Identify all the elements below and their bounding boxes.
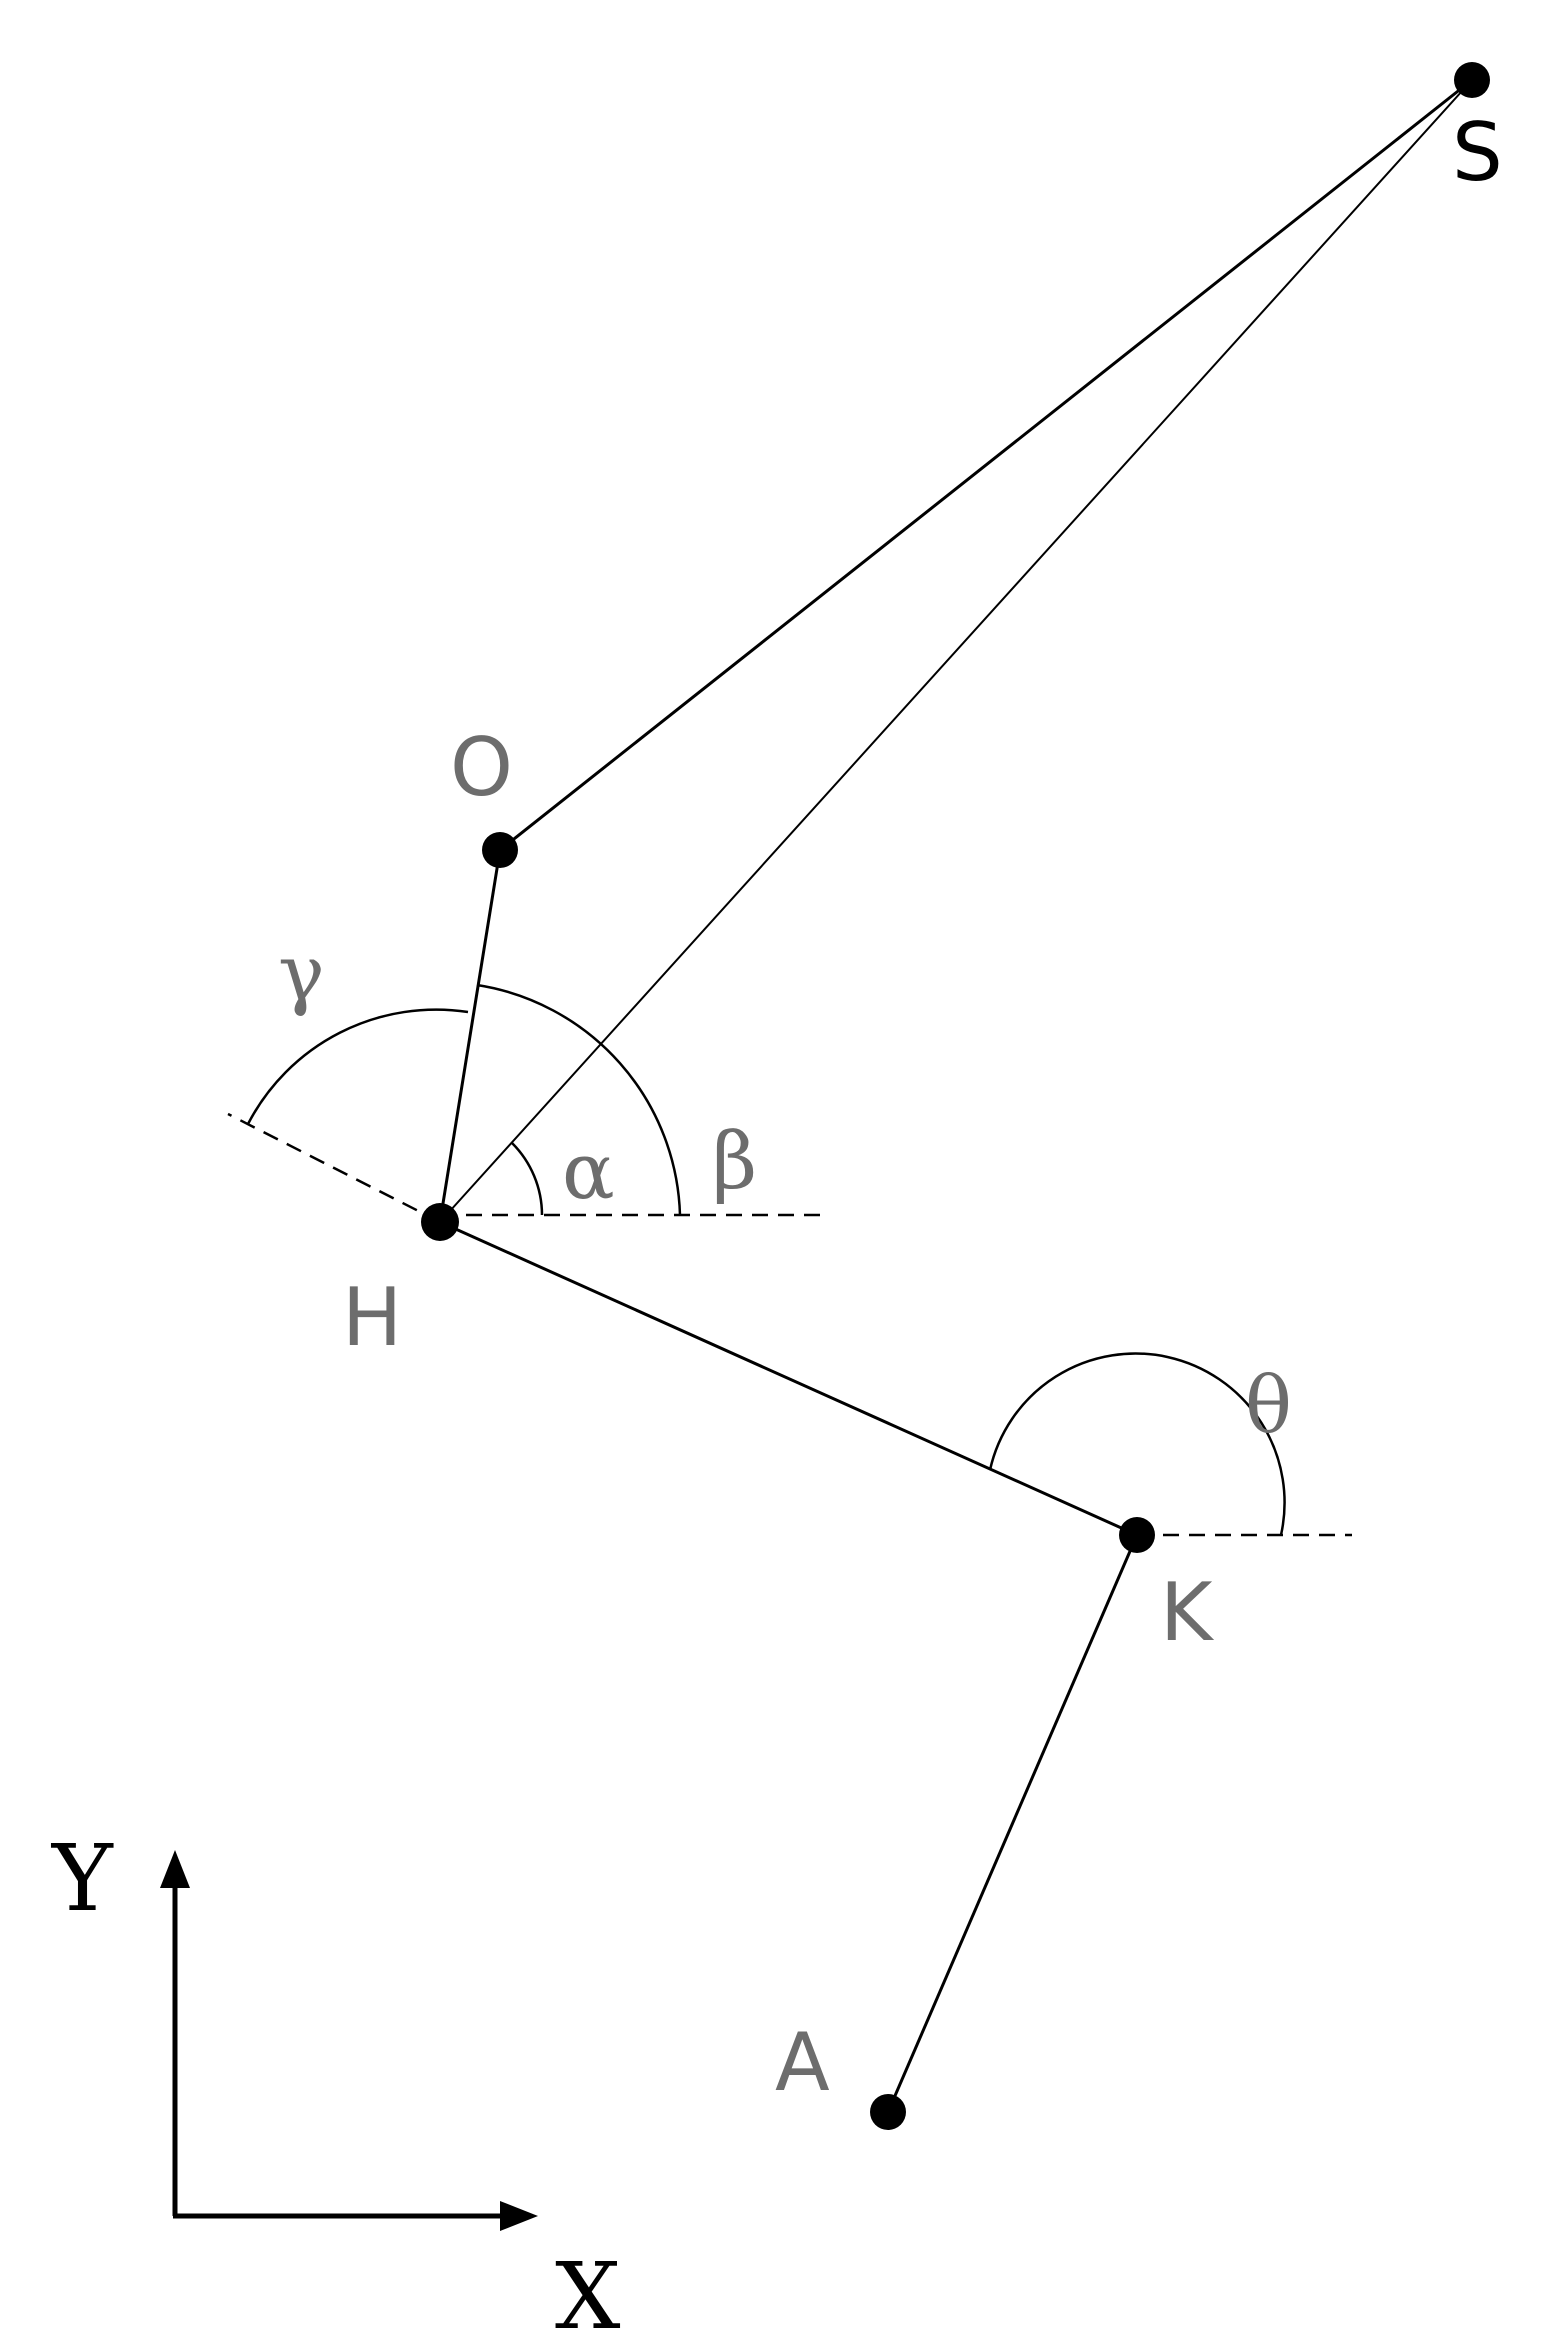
reference-line-h-extension [227, 1112, 441, 1224]
angle-arc-alpha [511, 1142, 544, 1216]
point-h [421, 1203, 459, 1241]
label-h: H [342, 1271, 402, 1364]
axis-label-x: X [555, 2243, 621, 2350]
point-o [482, 832, 518, 868]
segment-h-k [439, 1220, 1138, 1537]
point-k [1119, 1517, 1155, 1553]
angle-arc-beta [476, 983, 682, 1216]
axis-label-y: Y [50, 1825, 114, 1932]
label-a: A [775, 2016, 830, 2109]
angle-arc-gamma [246, 1008, 469, 1125]
label-gamma: γ [278, 929, 325, 1019]
point-a [870, 2094, 906, 2130]
segment-h-s [439, 79, 1473, 1223]
label-s: S [1452, 106, 1503, 199]
segment-o-s [499, 78, 1473, 852]
y-axis-arrowhead [160, 1850, 190, 1888]
label-k: K [1160, 1566, 1215, 1659]
label-o: O [450, 721, 513, 814]
label-beta: β [712, 1117, 757, 1207]
segment-h-o [438, 849, 502, 1223]
point-s [1454, 62, 1490, 98]
segment-k-a [886, 1534, 1139, 2113]
label-alpha: α [562, 1127, 615, 1217]
label-theta: θ [1245, 1361, 1292, 1451]
x-axis-arrowhead [500, 2201, 538, 2231]
angle-arc-theta [988, 1352, 1286, 1536]
